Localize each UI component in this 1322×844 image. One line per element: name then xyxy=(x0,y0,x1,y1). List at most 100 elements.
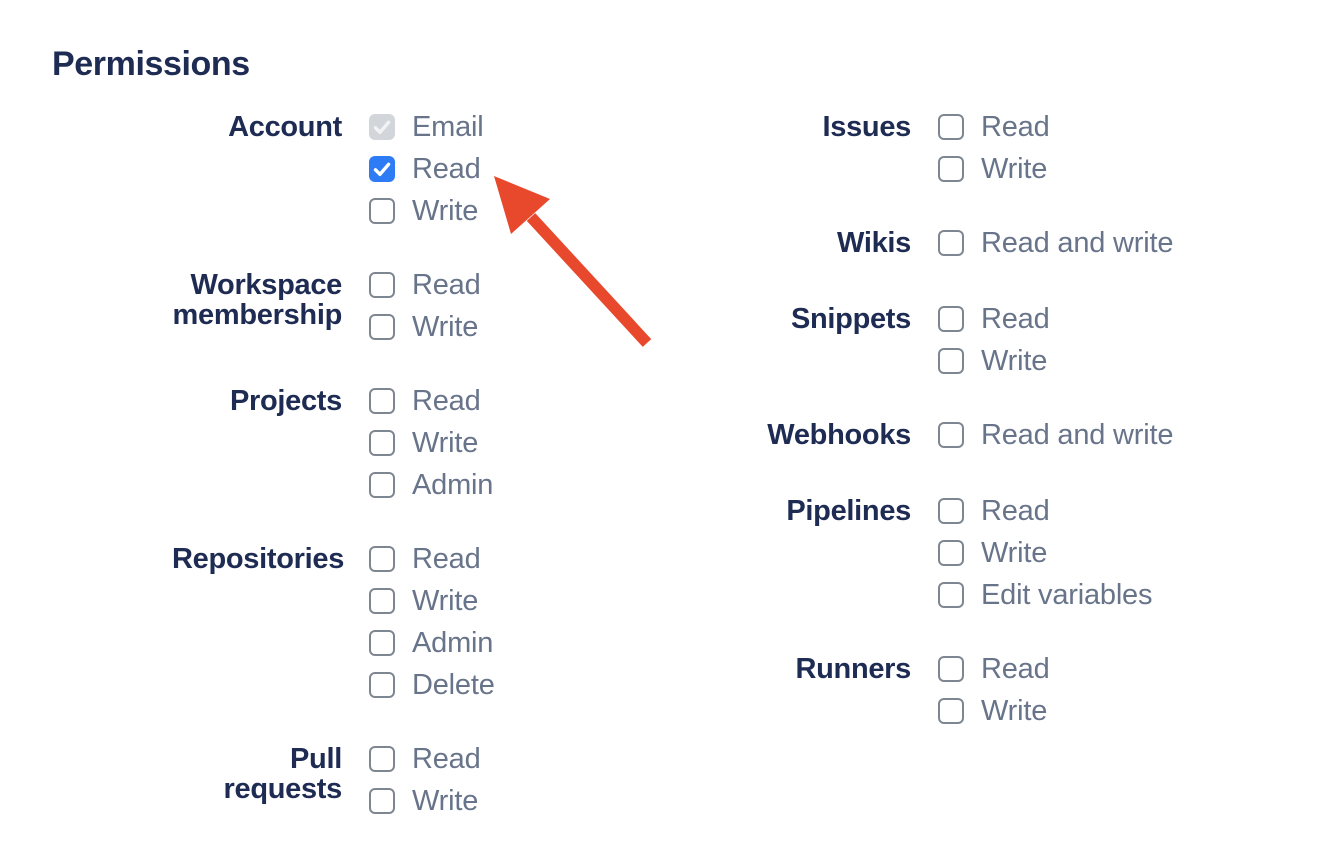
group-label-issues: Issues xyxy=(822,111,912,143)
group-label-projects: Projects xyxy=(229,385,342,417)
permission-row-workspace-membership-read[interactable]: Read xyxy=(369,269,481,301)
issues-write-label[interactable]: Write xyxy=(981,153,1048,185)
permission-row-projects-write[interactable]: Write xyxy=(369,427,493,459)
permission-row-account-email[interactable]: Email xyxy=(369,111,484,143)
workspace-membership-read-checkbox[interactable] xyxy=(369,272,395,298)
workspace-membership-write-label[interactable]: Write xyxy=(412,311,479,343)
permission-row-runners-write[interactable]: Write xyxy=(938,695,1050,727)
permission-row-repositories-write[interactable]: Write xyxy=(369,585,495,617)
repositories-write-label[interactable]: Write xyxy=(412,585,479,617)
pipelines-write-label[interactable]: Write xyxy=(981,537,1048,569)
group-label-account: Account xyxy=(228,111,342,143)
permission-row-runners-read[interactable]: Read xyxy=(938,653,1050,685)
permission-row-projects-read[interactable]: Read xyxy=(369,385,493,417)
permission-row-snippets-write[interactable]: Write xyxy=(938,345,1050,377)
issues-read-checkbox[interactable] xyxy=(938,114,964,140)
pipelines-edit-variables-label[interactable]: Edit variables xyxy=(981,579,1153,611)
workspace-membership-write-checkbox[interactable] xyxy=(369,314,395,340)
projects-read-label[interactable]: Read xyxy=(412,385,481,417)
snippets-write-checkbox[interactable] xyxy=(938,348,964,374)
permission-row-account-read[interactable]: Read xyxy=(369,153,484,185)
group-label-runners: Runners xyxy=(795,653,911,685)
repositories-admin-checkbox[interactable] xyxy=(369,630,395,656)
snippets-write-label[interactable]: Write xyxy=(981,345,1048,377)
snippets-read-checkbox[interactable] xyxy=(938,306,964,332)
webhooks-read-and-write-checkbox[interactable] xyxy=(938,422,964,448)
workspace-membership-read-label[interactable]: Read xyxy=(412,269,481,301)
permission-row-issues-write[interactable]: Write xyxy=(938,153,1050,185)
pull-requests-write-checkbox[interactable] xyxy=(369,788,395,814)
permission-row-pull-requests-write[interactable]: Write xyxy=(369,785,481,817)
permission-row-account-write[interactable]: Write xyxy=(369,195,484,227)
issues-write-checkbox[interactable] xyxy=(938,156,964,182)
runners-read-checkbox[interactable] xyxy=(938,656,964,682)
projects-admin-checkbox[interactable] xyxy=(369,472,395,498)
permission-row-repositories-admin[interactable]: Admin xyxy=(369,627,495,659)
pipelines-edit-variables-checkbox[interactable] xyxy=(938,582,964,608)
permission-row-pipelines-read[interactable]: Read xyxy=(938,495,1152,527)
account-read-label[interactable]: Read xyxy=(412,153,481,185)
permission-row-repositories-read[interactable]: Read xyxy=(369,543,495,575)
repositories-read-label[interactable]: Read xyxy=(412,543,481,575)
account-write-label[interactable]: Write xyxy=(412,195,479,227)
pull-requests-read-label[interactable]: Read xyxy=(412,743,481,775)
pipelines-write-checkbox[interactable] xyxy=(938,540,964,566)
repositories-delete-label[interactable]: Delete xyxy=(412,669,495,701)
projects-admin-label[interactable]: Admin xyxy=(412,469,494,501)
permission-row-webhooks-read-and-write[interactable]: Read and write xyxy=(938,419,1174,451)
projects-write-label[interactable]: Write xyxy=(412,427,479,459)
repositories-delete-checkbox[interactable] xyxy=(369,672,395,698)
group-label-snippets: Snippets xyxy=(790,303,911,335)
webhooks-read-and-write-label[interactable]: Read and write xyxy=(981,419,1174,451)
runners-write-checkbox[interactable] xyxy=(938,698,964,724)
wikis-read-and-write-checkbox[interactable] xyxy=(938,230,964,256)
pipelines-read-checkbox[interactable] xyxy=(938,498,964,524)
checkbox-list-webhooks: Read and write xyxy=(938,419,1174,451)
permission-row-repositories-delete[interactable]: Delete xyxy=(369,669,495,701)
snippets-read-label[interactable]: Read xyxy=(981,303,1050,335)
permission-row-pipelines-edit-variables[interactable]: Edit variables xyxy=(938,579,1153,611)
repositories-admin-label[interactable]: Admin xyxy=(412,627,494,659)
permission-row-pull-requests-read[interactable]: Read xyxy=(369,743,481,775)
projects-write-checkbox[interactable] xyxy=(369,430,395,456)
runners-write-label[interactable]: Write xyxy=(981,695,1048,727)
runners-read-label[interactable]: Read xyxy=(981,653,1050,685)
page-title: Permissions xyxy=(52,45,250,83)
account-email-checkbox xyxy=(369,114,395,140)
issues-read-label[interactable]: Read xyxy=(981,111,1050,143)
account-email-label[interactable]: Email xyxy=(412,111,484,143)
permission-row-pipelines-write[interactable]: Write xyxy=(938,537,1152,569)
projects-read-checkbox[interactable] xyxy=(369,388,395,414)
permission-row-wikis-read-and-write[interactable]: Read and write xyxy=(938,227,1174,259)
repositories-write-checkbox[interactable] xyxy=(369,588,395,614)
group-label-wikis: Wikis xyxy=(837,227,911,259)
permission-row-snippets-read[interactable]: Read xyxy=(938,303,1050,335)
pull-requests-read-checkbox[interactable] xyxy=(369,746,395,772)
wikis-read-and-write-label[interactable]: Read and write xyxy=(981,227,1174,259)
pull-requests-write-label[interactable]: Write xyxy=(412,785,479,817)
group-label-workspace-membership: Workspace membership xyxy=(172,269,343,331)
account-write-checkbox[interactable] xyxy=(369,198,395,224)
permission-row-projects-admin[interactable]: Admin xyxy=(369,469,494,501)
pipelines-read-label[interactable]: Read xyxy=(981,495,1050,527)
permission-row-workspace-membership-write[interactable]: Write xyxy=(369,311,481,343)
account-read-checkbox[interactable] xyxy=(369,156,395,182)
repositories-read-checkbox[interactable] xyxy=(369,546,395,572)
permission-row-issues-read[interactable]: Read xyxy=(938,111,1050,143)
